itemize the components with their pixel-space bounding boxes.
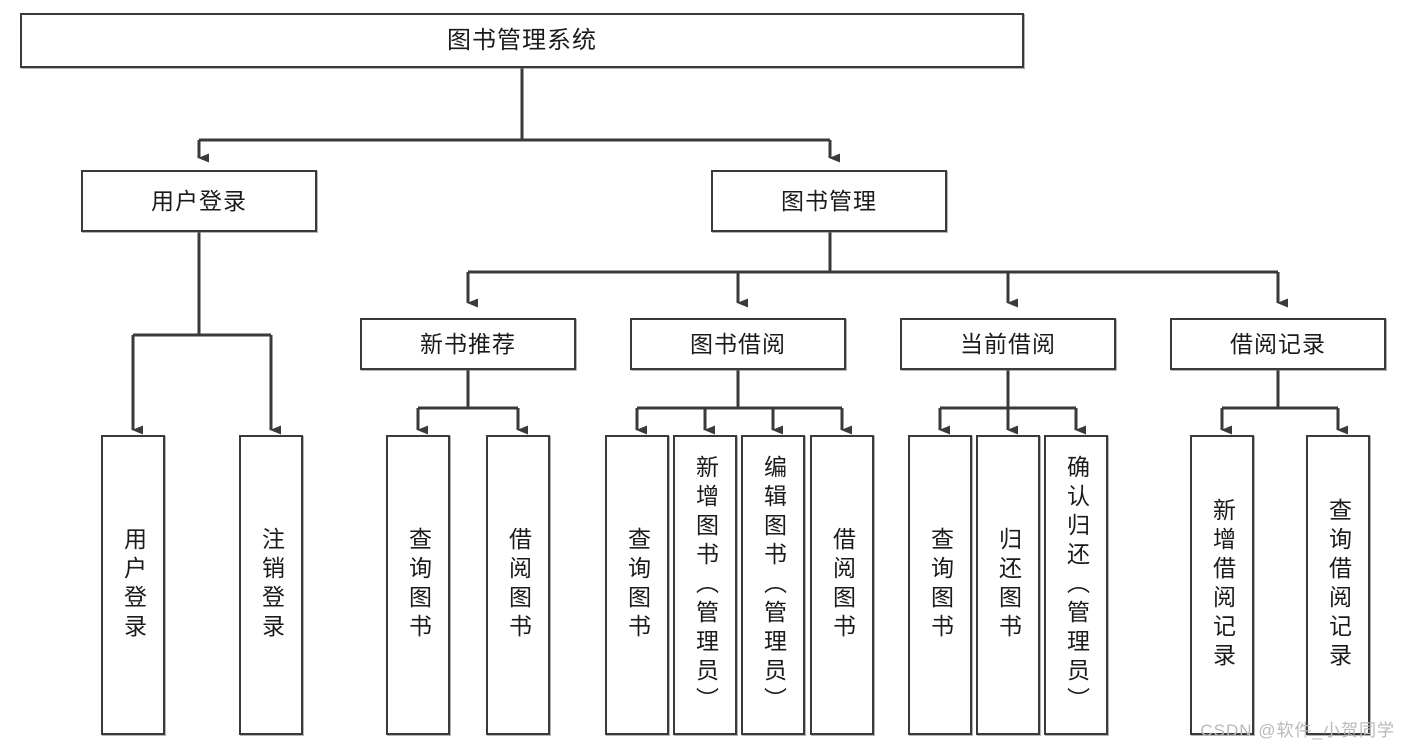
leaf-borrow-add-book-admin[interactable]: 新增图书（管理员） — [673, 435, 737, 735]
node-label: 查询借阅记录 — [1325, 498, 1352, 672]
node-label: 编辑图书（管理员） — [760, 454, 787, 716]
node-label: 图书借阅 — [690, 330, 786, 357]
leaf-current-query-book[interactable]: 查询图书 — [908, 435, 972, 735]
node-label: 借阅记录 — [1230, 330, 1326, 357]
leaf-current-return-book[interactable]: 归还图书 — [976, 435, 1040, 735]
node-label: 借阅图书 — [829, 527, 856, 643]
leaf-record-query-record[interactable]: 查询借阅记录 — [1306, 435, 1370, 735]
node-label: 新增图书（管理员） — [692, 454, 719, 716]
node-user-login[interactable]: 用户登录 — [81, 170, 317, 232]
node-label: 归还图书 — [995, 527, 1022, 643]
leaf-new-book-borrow[interactable]: 借阅图书 — [486, 435, 550, 735]
leaf-record-add-record[interactable]: 新增借阅记录 — [1190, 435, 1254, 735]
leaf-borrow-query-book[interactable]: 查询图书 — [605, 435, 669, 735]
node-label: 新书推荐 — [420, 330, 516, 357]
node-label: 注销登录 — [258, 527, 285, 643]
leaf-user-login-logout[interactable]: 注销登录 — [239, 435, 303, 735]
node-label: 用户登录 — [151, 187, 247, 214]
leaf-new-book-query[interactable]: 查询图书 — [386, 435, 450, 735]
node-label: 查询图书 — [624, 527, 651, 643]
node-label: 确认归还（管理员） — [1063, 454, 1090, 716]
node-label: 新增借阅记录 — [1209, 498, 1236, 672]
node-book-borrow[interactable]: 图书借阅 — [630, 318, 846, 370]
node-borrow-record[interactable]: 借阅记录 — [1170, 318, 1386, 370]
node-label: 用户登录 — [120, 527, 147, 643]
node-book-management-system[interactable]: 图书管理系统 — [20, 13, 1024, 68]
node-book-management[interactable]: 图书管理 — [711, 170, 947, 232]
node-current-borrow[interactable]: 当前借阅 — [900, 318, 1116, 370]
leaf-borrow-edit-book-admin[interactable]: 编辑图书（管理员） — [741, 435, 805, 735]
node-label: 当前借阅 — [960, 330, 1056, 357]
node-label: 图书管理 — [781, 187, 877, 214]
node-label: 图书管理系统 — [447, 26, 597, 54]
leaf-borrow-borrow-book[interactable]: 借阅图书 — [810, 435, 874, 735]
node-label: 借阅图书 — [505, 527, 532, 643]
leaf-current-confirm-return-admin[interactable]: 确认归还（管理员） — [1044, 435, 1108, 735]
node-label: 查询图书 — [405, 527, 432, 643]
node-new-book-recommend[interactable]: 新书推荐 — [360, 318, 576, 370]
node-label: 查询图书 — [927, 527, 954, 643]
leaf-user-login-login[interactable]: 用户登录 — [101, 435, 165, 735]
